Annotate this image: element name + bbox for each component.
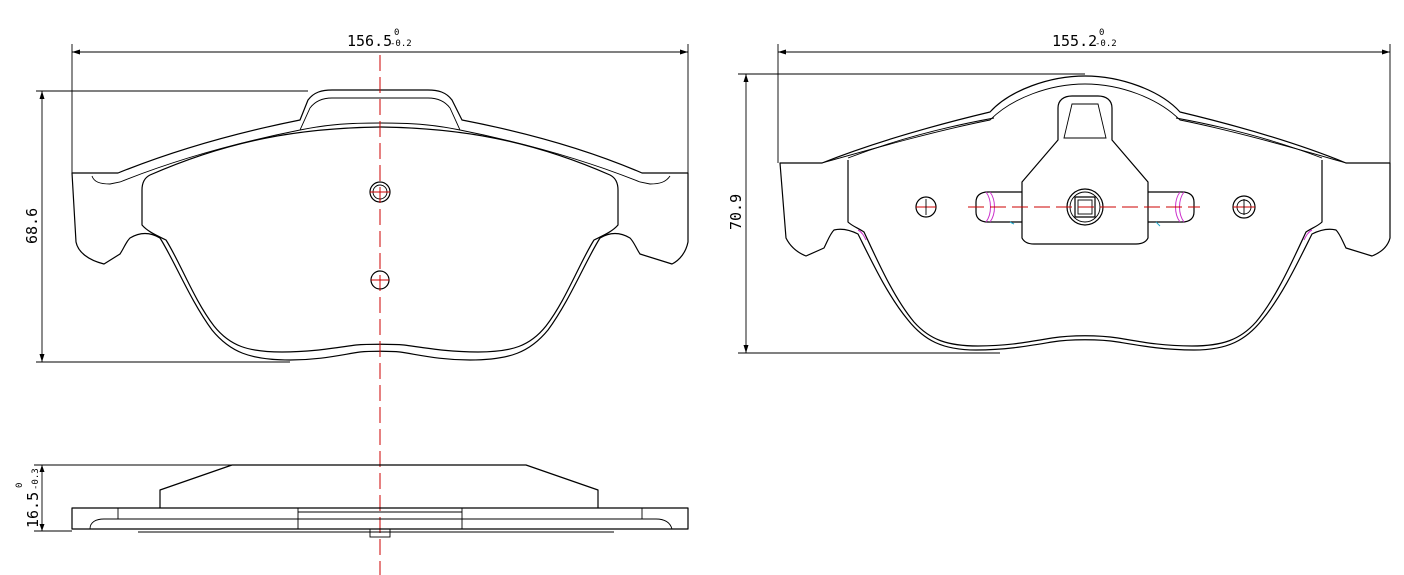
left-backing-plate-outline (71, 89, 689, 361)
left-width-lower-tol: -0.2 (390, 39, 412, 49)
left-backing-plate-inner-line (91, 97, 671, 185)
left-thickness-dimension: 16.5 0 -0.3 (15, 464, 232, 532)
right-center-boss (1021, 95, 1149, 245)
left-thickness-upper-tol: 0 (15, 483, 25, 488)
right-pad-back-view (779, 75, 1391, 351)
right-backing-plate-outline (779, 75, 1391, 351)
left-width-dimension: 156.5 0 -0.2 (71, 28, 689, 173)
right-width-dimension: 155.2 0 -0.2 (777, 28, 1391, 163)
left-thickness-value: 16.5 (24, 492, 42, 528)
side-friction-profile (159, 464, 599, 508)
left-width-upper-tol: 0 (394, 28, 399, 38)
right-plate-lower-offset-b (1175, 117, 1323, 159)
right-plate-lower-offset (847, 117, 995, 159)
left-thickness-lower-tol: -0.3 (31, 468, 41, 490)
right-height-value: 70.9 (727, 194, 745, 230)
left-friction-material-outline (141, 126, 619, 353)
right-inner-recess-outline (847, 160, 1323, 347)
left-height-value: 68.6 (23, 208, 41, 244)
side-center-pin (369, 528, 391, 538)
right-width-value: 155.2 (1052, 32, 1097, 50)
right-left-hole (915, 196, 937, 218)
right-boss-top-tab (1063, 103, 1107, 139)
right-width-upper-tol: 0 (1099, 28, 1104, 38)
left-pad-side-view (71, 464, 689, 538)
right-width-lower-tol: -0.2 (1095, 39, 1117, 49)
right-plate-top-inner-line (821, 83, 1347, 164)
left-width-value: 156.5 (347, 32, 392, 50)
right-height-dimension: 70.9 (727, 73, 1085, 354)
right-right-hole (1232, 195, 1256, 219)
side-plate-inner-line (89, 518, 673, 530)
left-height-dimension: 68.6 (23, 90, 308, 363)
